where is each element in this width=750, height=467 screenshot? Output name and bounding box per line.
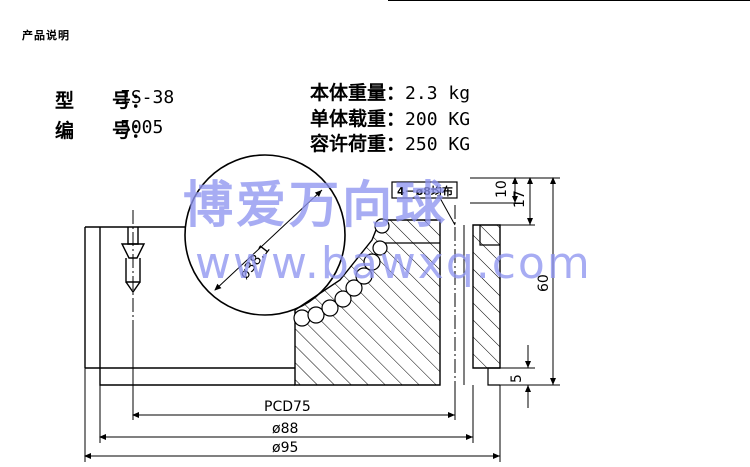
dim-17: 17 bbox=[512, 190, 528, 208]
model-label: 型 号： bbox=[55, 90, 151, 112]
section-title: 产品说明 bbox=[22, 29, 70, 42]
holes-callout: 4－ø8均布 bbox=[397, 184, 453, 198]
capacity-spec: 容许荷重：250 KG bbox=[310, 133, 471, 155]
vertical-dims bbox=[470, 177, 560, 408]
horizontal-dims bbox=[84, 330, 501, 462]
housing-body bbox=[84, 226, 295, 386]
dim-dia95: ø95 bbox=[272, 440, 298, 456]
watermark-brand: 博爱万向球 bbox=[183, 176, 448, 234]
dim-60: 60 bbox=[536, 274, 552, 292]
dim-5: 5 bbox=[509, 374, 525, 383]
watermark-url: www.bawxq.com bbox=[195, 238, 592, 289]
holes-leader bbox=[439, 197, 456, 226]
support-balls bbox=[293, 218, 390, 327]
model-value: IS-38 bbox=[120, 87, 175, 108]
dim-10: 10 bbox=[494, 180, 510, 198]
code-label: 编 号： bbox=[55, 120, 151, 142]
code-value: 5005 bbox=[120, 117, 164, 138]
dim-pcd75: PCD75 bbox=[264, 399, 311, 415]
ball-dia-line bbox=[214, 189, 323, 291]
hatched-section bbox=[294, 219, 501, 386]
load-spec: 单体载重：200 KG bbox=[310, 108, 471, 130]
holes-callout-box bbox=[391, 181, 458, 199]
weight-spec: 本体重量：2.3 kg bbox=[310, 82, 471, 104]
dim-dia88: ø88 bbox=[272, 421, 298, 437]
